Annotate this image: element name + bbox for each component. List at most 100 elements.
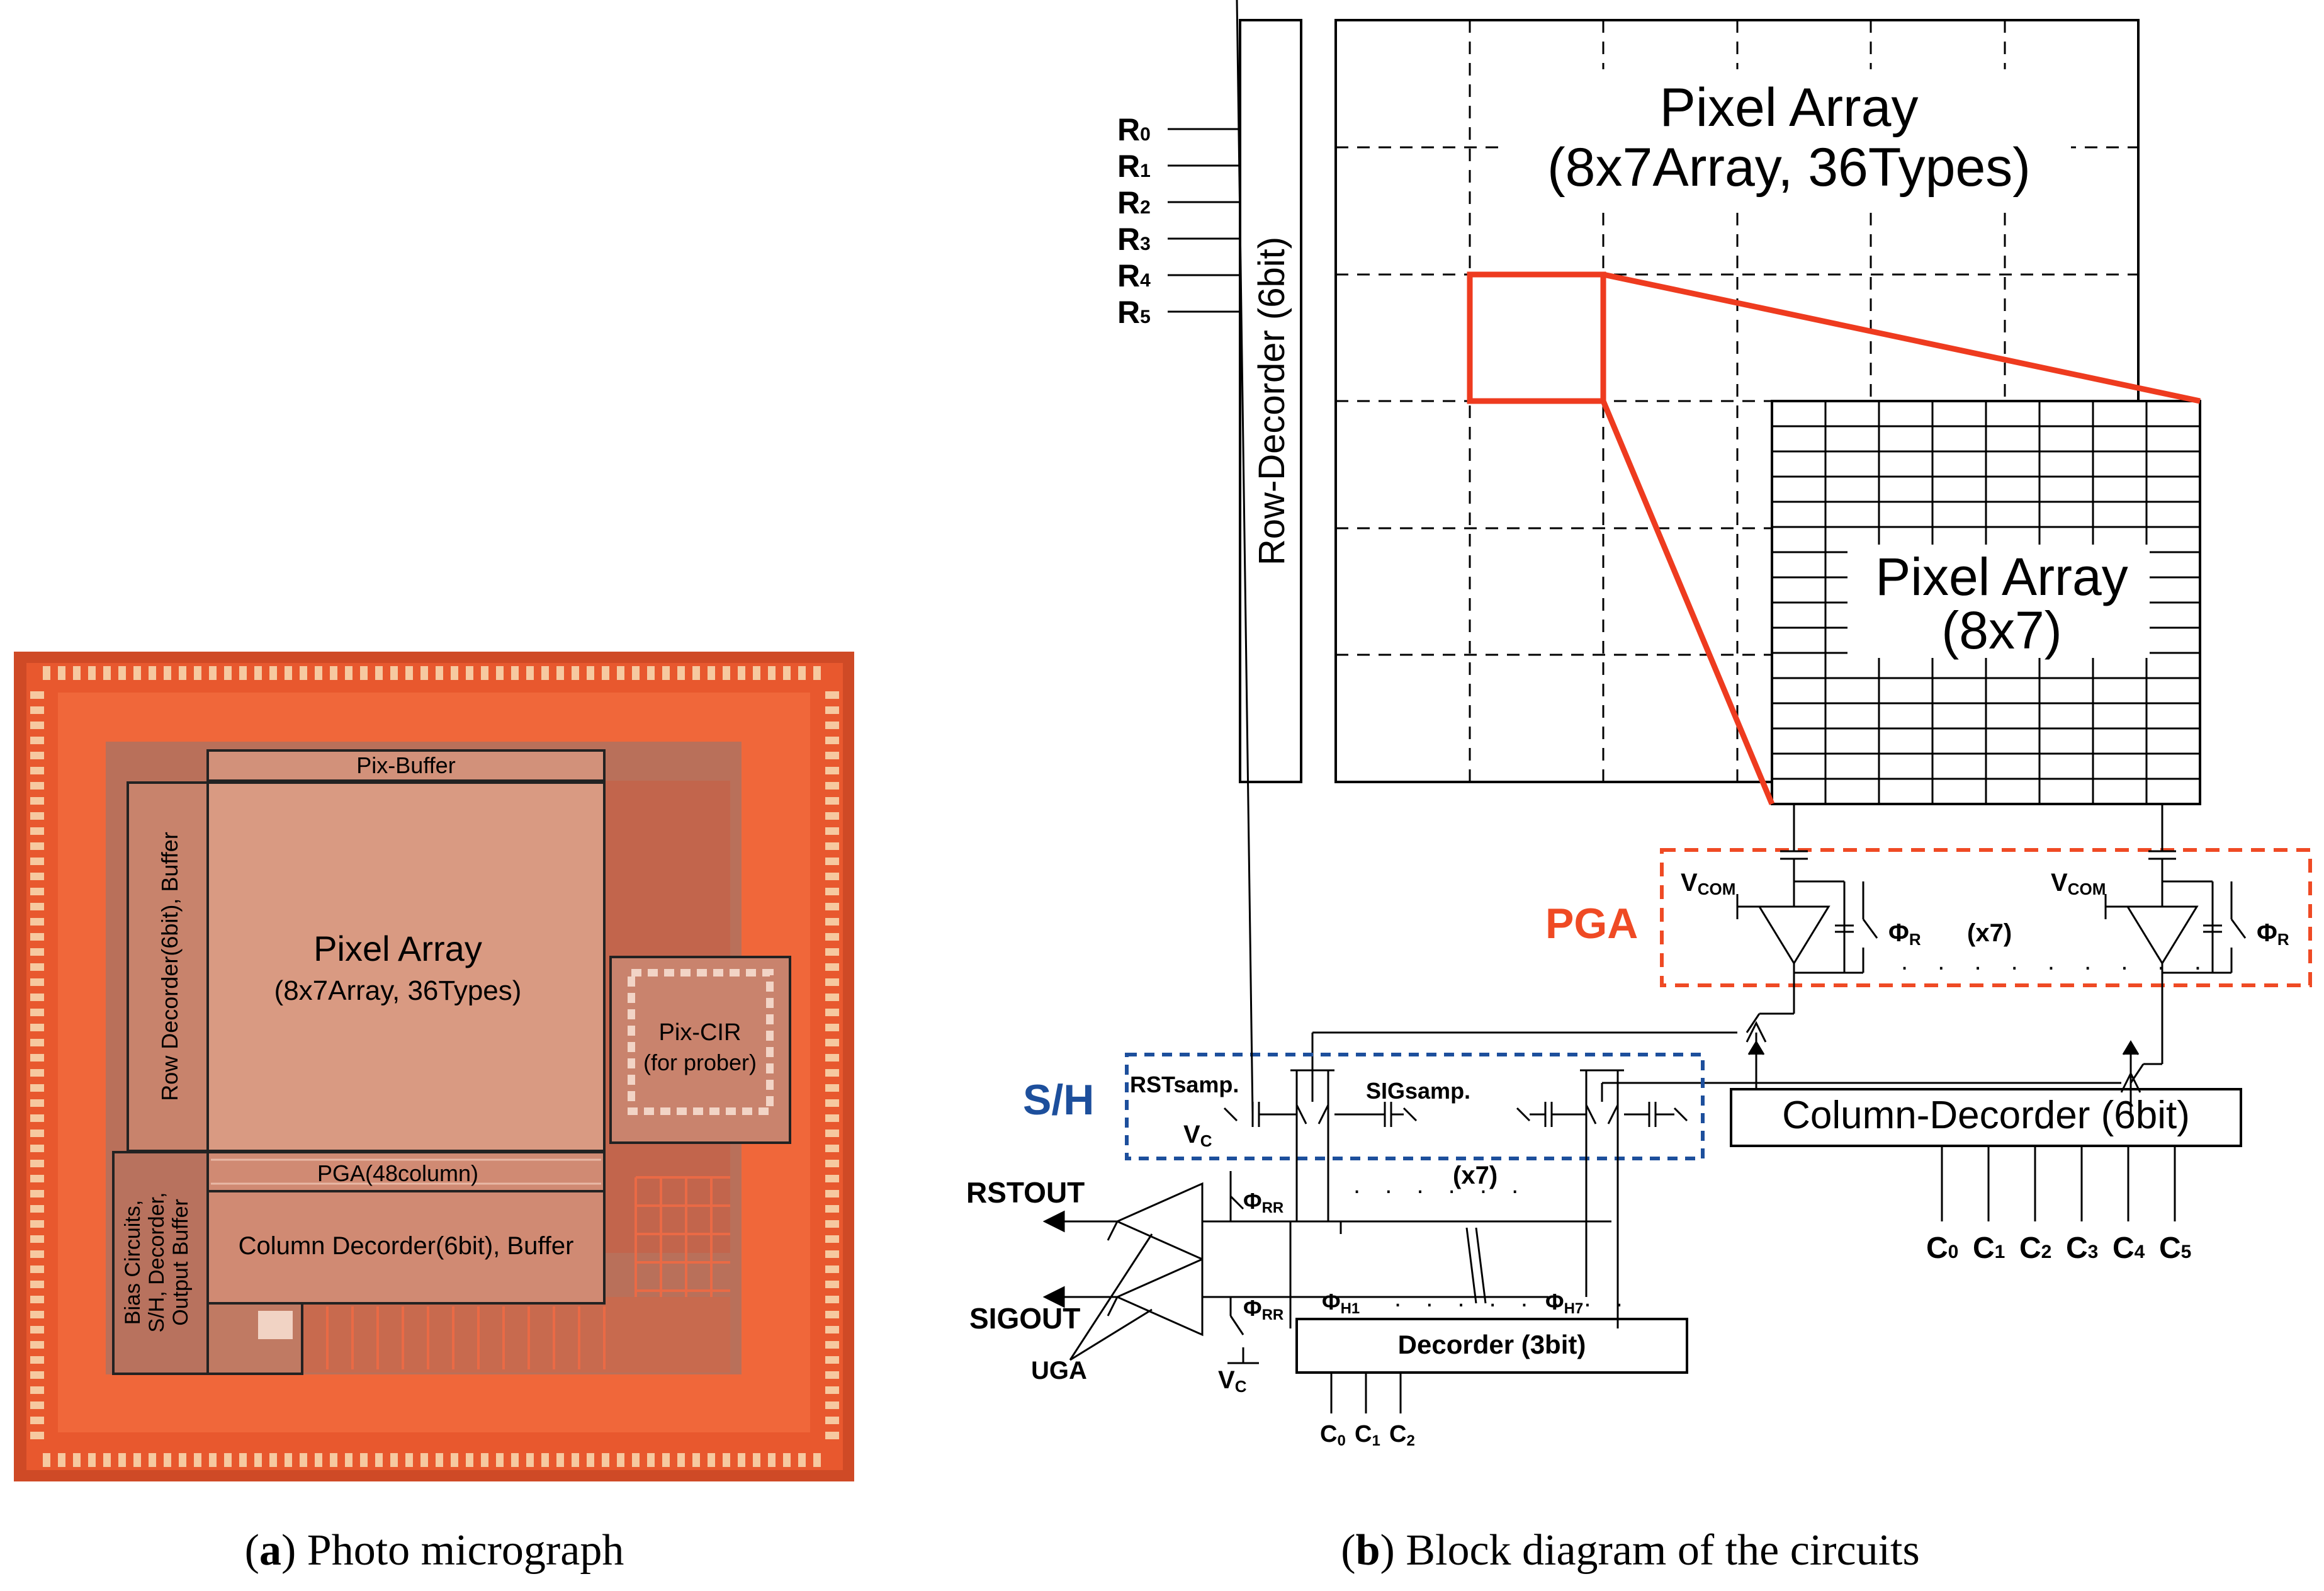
bond-pad [825, 1401, 839, 1409]
bond-pad [825, 978, 839, 986]
bond-pad [825, 858, 839, 865]
row-input-label: R5 [1117, 295, 1151, 330]
trace-grid [326, 1176, 730, 1369]
sh-circuit [1223, 0, 1688, 1221]
bond-pad [103, 666, 111, 680]
bond-pad [164, 1453, 171, 1467]
uga-label: UGA [1031, 1357, 1087, 1384]
bond-pad [30, 1130, 44, 1137]
bond-pad [825, 1220, 839, 1228]
bond-pad [825, 1356, 839, 1364]
bond-pad [179, 1453, 186, 1467]
column-decoder-label: Column-Decorder (6bit) [1782, 1094, 2190, 1137]
bond-pad [330, 666, 337, 680]
bond-pad [825, 1265, 839, 1273]
bond-pad [345, 1453, 353, 1467]
bond-pad [587, 1453, 594, 1467]
pixel-array-subtitle: (8x7Array, 36Types) [1547, 137, 2031, 198]
pga-label: PGA [1545, 900, 1638, 948]
dec-input-label: C2 [1389, 1421, 1415, 1449]
bond-pad [194, 1453, 201, 1467]
bond-pad [133, 1453, 141, 1467]
bond-pad [541, 666, 549, 680]
bond-pad [825, 722, 839, 729]
bond-pad [708, 1453, 715, 1467]
vc-label-1: VC [1183, 1121, 1212, 1150]
rstout-label: RSTOUT [966, 1176, 1085, 1209]
bond-pad [617, 1453, 624, 1467]
bond-pad [825, 752, 839, 759]
bond-pad [285, 1453, 292, 1467]
bond-pad [209, 1453, 217, 1467]
bond-pad [825, 1250, 839, 1258]
bond-pad [30, 1326, 44, 1333]
bond-pad [30, 1205, 44, 1213]
bond-pad [30, 933, 44, 941]
phi-r-label-2: ΦR [2257, 919, 2289, 949]
rst-samp-label: RSTsamp. [1130, 1072, 1239, 1097]
bond-pad [209, 666, 217, 680]
bond-pad [239, 1453, 247, 1467]
bond-pad [825, 1205, 839, 1213]
bond-pad [825, 1417, 839, 1424]
vc-label-2: VC [1218, 1366, 1247, 1396]
pixcir-label-line1: Pix-CIR [659, 1019, 742, 1046]
bond-pad [436, 1453, 443, 1467]
bond-pad [375, 666, 383, 680]
bond-pad [30, 1099, 44, 1107]
decoder-3bit-box [1295, 1318, 1688, 1374]
bond-pad [572, 1453, 579, 1467]
bond-pad [30, 873, 44, 880]
bond-pad [825, 1114, 839, 1122]
bond-pad [511, 1453, 519, 1467]
pixcir-label-line2: (for prober) [643, 1050, 757, 1075]
bond-pad [647, 1453, 655, 1467]
zoom-source-box [1467, 271, 1606, 404]
pixel-array-subtitle: (8x7Array, 36Types) [274, 975, 522, 1006]
vcom-label-1: VCOM [1681, 869, 1735, 898]
bond-pad [708, 666, 715, 680]
bond-pad [825, 812, 839, 820]
bond-pad [825, 1054, 839, 1062]
row-input-label: R4 [1117, 258, 1151, 293]
bond-pad [43, 666, 50, 680]
bond-pad [30, 978, 44, 986]
bond-pad [179, 666, 186, 680]
bond-pad [825, 1069, 839, 1077]
bond-pad [825, 1432, 839, 1439]
zoom-line-bottom [1600, 400, 1775, 805]
bond-pad [511, 666, 519, 680]
bond-pad [825, 1145, 839, 1152]
bond-pad [825, 1311, 839, 1318]
row-input-label: R1 [1117, 149, 1151, 184]
decoder-3bit-label: Decorder (3bit) [1398, 1330, 1586, 1359]
bond-pad [30, 1371, 44, 1379]
column-decoder-label: Column Decorder(6bit), Buffer [239, 1232, 574, 1260]
bias-circuits-block [112, 1151, 209, 1375]
zoom-line-top [1603, 271, 2201, 404]
pga-region [1660, 848, 2312, 987]
bond-pad [30, 903, 44, 910]
bond-pad [813, 1453, 821, 1467]
row-decoder-label: Row Decorder(6bit), Buffer [157, 832, 183, 1101]
bond-pad [723, 666, 730, 680]
pix-buffer-label: Pix-Buffer [356, 752, 455, 778]
bond-pad [825, 933, 839, 941]
bond-pad [330, 1453, 337, 1467]
bond-pad [825, 1341, 839, 1349]
bond-pad [753, 1453, 760, 1467]
bond-pad [30, 1265, 44, 1273]
bond-pad [390, 1453, 398, 1467]
bond-pad [360, 666, 368, 680]
bias-label-line1: Bias Circuits, [121, 1200, 145, 1325]
bond-pad [825, 948, 839, 956]
bias-label-line3: Output Buffer [169, 1199, 193, 1326]
zoom-title: Pixel Array [1875, 547, 2128, 606]
col-input-label: C0 [1926, 1231, 1958, 1265]
uga-rst [1115, 1182, 1204, 1261]
bond-pad [825, 1160, 839, 1167]
caption-a: (a) Photo micrograph [245, 1526, 624, 1575]
bond-pad [315, 666, 322, 680]
bond-pad [30, 918, 44, 926]
bond-pad [825, 1235, 839, 1243]
